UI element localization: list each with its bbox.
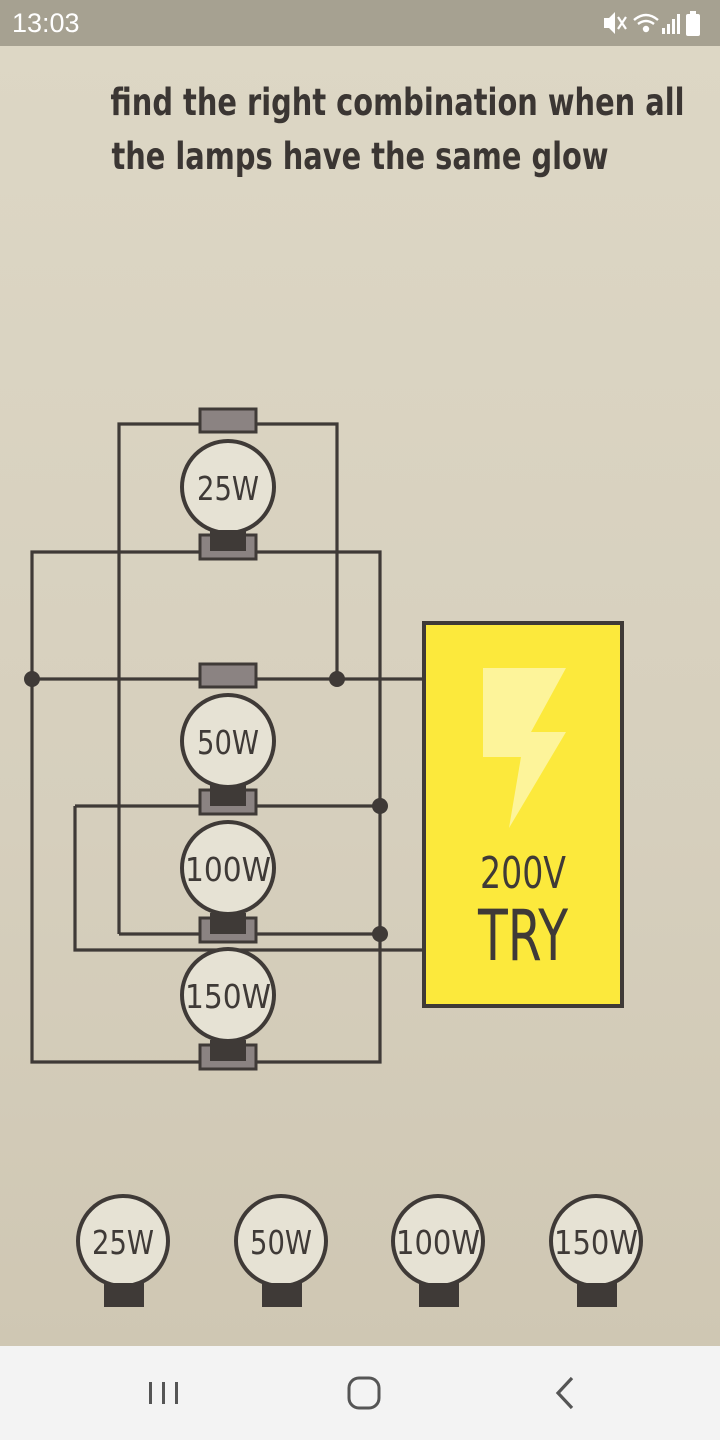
status-time: 13:03: [12, 8, 80, 38]
circuit-slot-3[interactable]: 100W: [180, 820, 276, 944]
junction-node: [24, 671, 40, 687]
navigation-bar: [0, 1346, 720, 1440]
slot-lamp-label: 50W: [197, 723, 259, 762]
circuit-wires: [30, 422, 424, 1064]
slot-lamp-label: 150W: [185, 977, 271, 1016]
back-icon[interactable]: [536, 1370, 596, 1416]
signal-icon: [662, 14, 680, 34]
tray-lamp-label: 50W: [250, 1223, 312, 1262]
junction-node: [372, 926, 388, 942]
junction-node: [329, 671, 345, 687]
home-icon[interactable]: [334, 1370, 394, 1416]
tray-lamp-label: 150W: [554, 1223, 638, 1262]
voltage-label: 200V: [480, 848, 566, 899]
mute-icon: [604, 12, 627, 34]
wifi-icon: [633, 13, 659, 33]
recent-apps-icon[interactable]: [134, 1370, 194, 1416]
circuit-diagram: 25W 50W 100W 150W 200V TRY 25W: [24, 407, 643, 1307]
tray-lamp-50w[interactable]: 50W: [234, 1194, 328, 1307]
try-label: TRY: [477, 895, 568, 977]
slot-lamp-label: 25W: [197, 469, 259, 508]
battery-icon: [686, 11, 700, 36]
lamp-tray: 25W 50W 100W 150W: [76, 1194, 643, 1307]
status-icons: [604, 11, 700, 36]
tray-lamp-25w[interactable]: 25W: [76, 1194, 170, 1307]
junction-node: [372, 798, 388, 814]
tray-lamp-150w[interactable]: 150W: [549, 1194, 643, 1307]
try-button[interactable]: 200V TRY: [422, 621, 624, 1008]
instruction-line-1: find the right combination when all: [110, 81, 685, 124]
slot-lamp-label: 100W: [185, 850, 271, 889]
instruction-line-2: the lamps have the same glow: [111, 135, 609, 178]
tray-lamp-label: 25W: [92, 1223, 154, 1262]
circuit-slot-2[interactable]: 50W: [180, 662, 276, 816]
lightning-bolt-icon: [483, 668, 566, 828]
status-bar: 13:03: [0, 0, 720, 46]
instruction-text: find the right combination when all the …: [110, 76, 685, 184]
circuit-slot-1[interactable]: 25W: [180, 407, 276, 561]
tray-lamp-label: 100W: [396, 1223, 480, 1262]
tray-lamp-100w[interactable]: 100W: [391, 1194, 485, 1307]
circuit-nodes: [24, 671, 388, 942]
circuit-slot-4[interactable]: 150W: [180, 947, 276, 1071]
